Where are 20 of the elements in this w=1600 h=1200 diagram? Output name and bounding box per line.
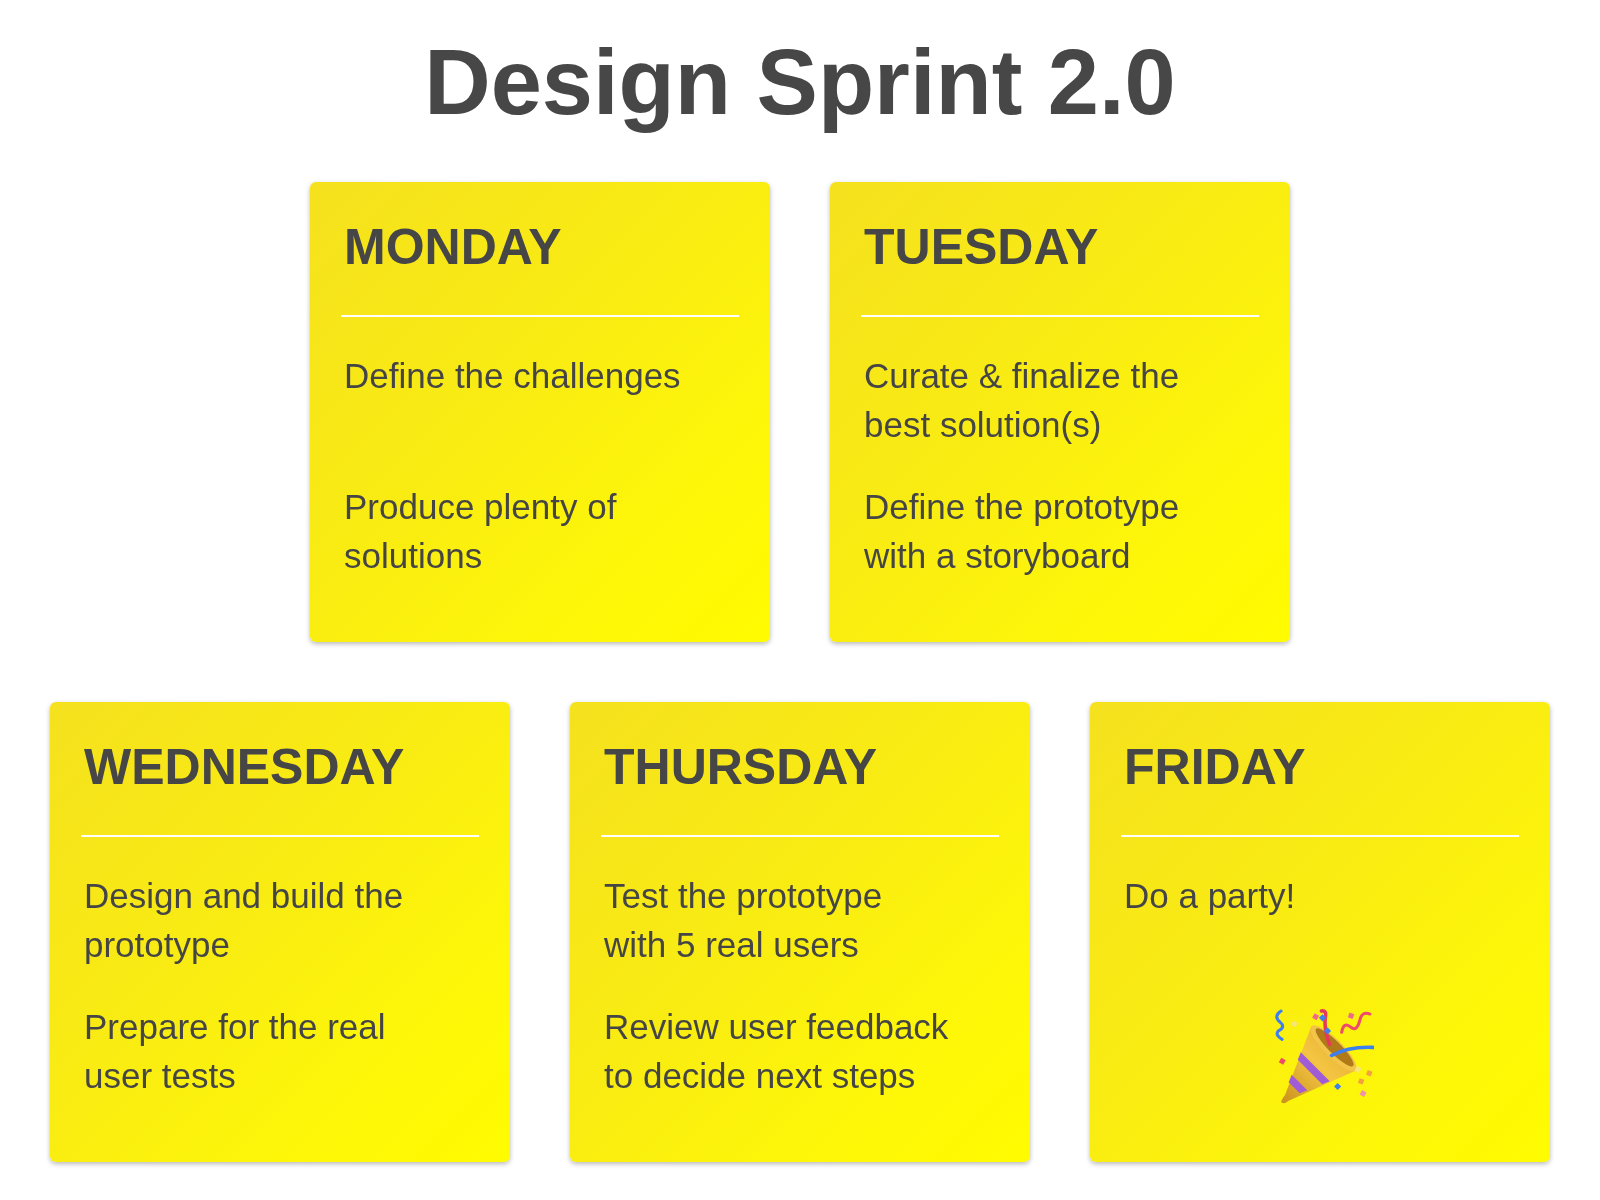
day-heading: WEDNESDAY bbox=[84, 738, 405, 797]
task-text: Define the prototype with a storyboard bbox=[864, 486, 1181, 577]
task-text: Define the challenges bbox=[344, 355, 682, 397]
task-text: Do a party! bbox=[1124, 875, 1297, 917]
sticky-note bbox=[310, 182, 770, 642]
day-heading: THURSDAY bbox=[604, 738, 878, 797]
sticky-note bbox=[570, 702, 1030, 1162]
sticky-note bbox=[830, 182, 1290, 642]
page-title: Design Sprint 2.0 bbox=[424, 31, 1176, 133]
sticky-note bbox=[50, 702, 510, 1162]
task-text: Test the prototype with 5 real users bbox=[604, 875, 884, 966]
task-text: Review user feedback to decide next steps bbox=[604, 1006, 950, 1097]
task-text: Design and build the prototype bbox=[84, 875, 405, 966]
task-text: Curate & finalize the best solution(s) bbox=[864, 355, 1181, 446]
task-text: Prepare for the real user tests bbox=[84, 1006, 387, 1097]
day-heading: MONDAY bbox=[344, 218, 562, 277]
day-heading: FRIDAY bbox=[1124, 738, 1306, 797]
day-heading: TUESDAY bbox=[864, 218, 1099, 277]
task-text: Produce plenty of solutions bbox=[344, 486, 618, 577]
sticky-note bbox=[1090, 702, 1550, 1162]
